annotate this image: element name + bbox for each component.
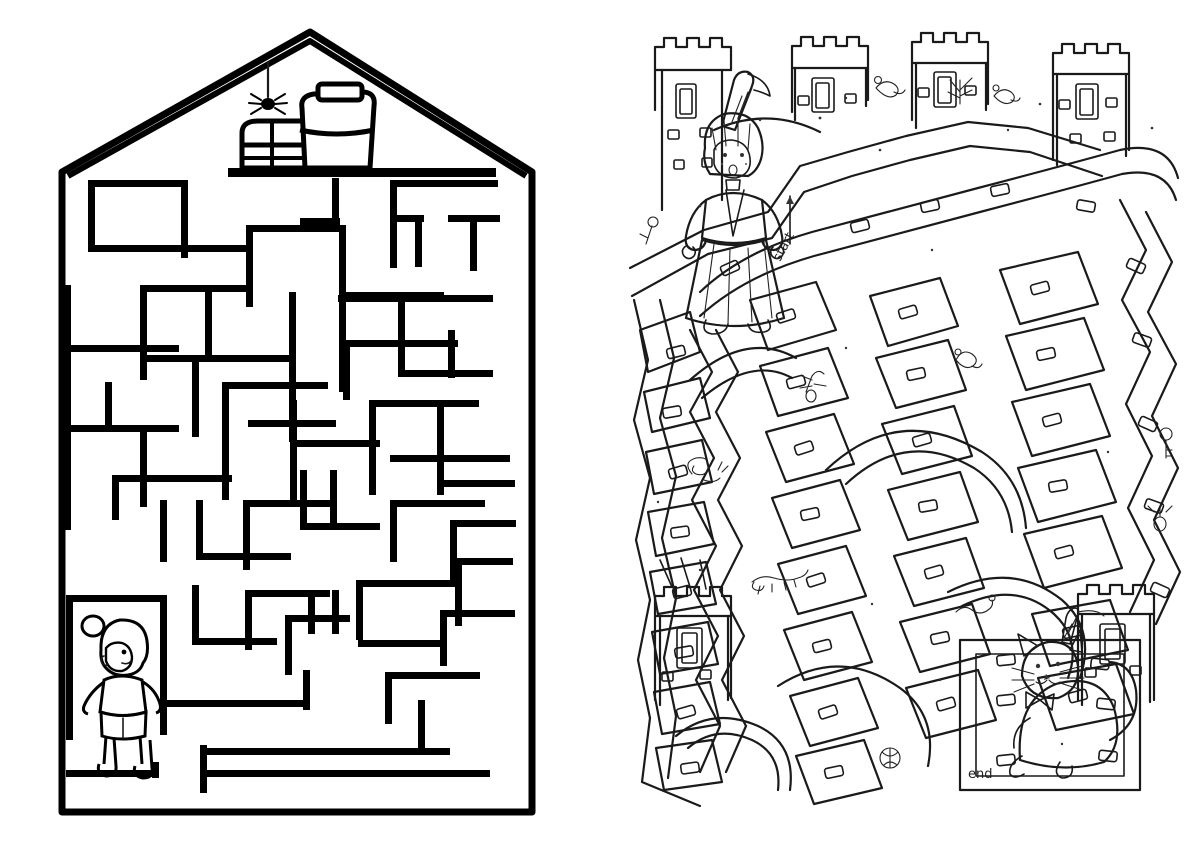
worm-icon [955,594,996,614]
house-maze-svg [58,28,536,816]
attic-floor [228,168,496,177]
bug-icon [799,370,827,403]
child-figure [80,614,162,780]
ball-icon [879,747,901,769]
castle-maze-walls [628,117,1182,808]
bird-icon [992,84,1021,105]
snail-icon [687,457,729,483]
plant-icon [947,77,973,105]
cat-figure [1008,607,1138,779]
mouse-icon [873,75,906,98]
key-icon [1159,427,1173,459]
castle-creatures [639,75,1173,769]
castle-tower-2 [790,35,870,122]
sack-icon [299,81,377,171]
lizard-icon [751,569,809,595]
flower-icon [639,216,659,245]
castle-tower-1 [653,36,733,212]
princess-figure [681,70,786,335]
castle-maze-panel: start [600,0,1200,848]
mouse-icon-2 [954,348,983,369]
end-label: end [968,767,993,782]
house-maze-walls [64,178,516,793]
bug-icon-2 [1147,505,1173,532]
house-maze-panel [58,28,536,816]
castle-tower-3 [910,31,990,130]
spider-icon [248,60,288,115]
castle-maze-svg: start [628,31,1182,808]
castle-tower-5 [653,557,733,707]
